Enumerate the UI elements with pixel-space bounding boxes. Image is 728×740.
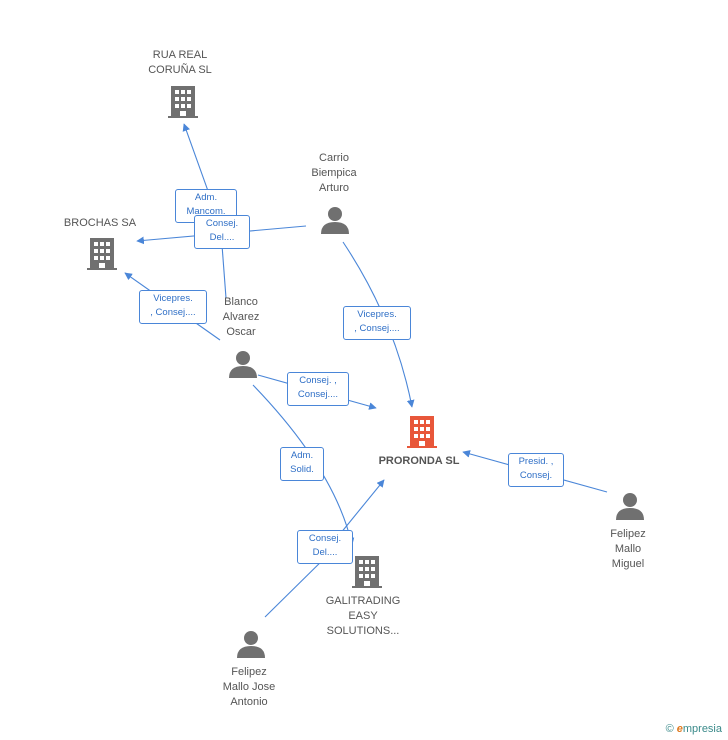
edge-label-consej-del-2[interactable]: Consej. Del.... <box>297 530 353 564</box>
empresia-credit[interactable]: © empresia <box>666 723 722 735</box>
node-label-rua-real[interactable]: RUA REAL CORUÑA SL <box>148 49 212 76</box>
edge-label-consej-del-1[interactable]: Consej. Del.... <box>194 215 250 249</box>
copyright-symbol: © <box>665 723 674 735</box>
edge-label-vicepres-2[interactable]: Vicepres. , Consej.... <box>343 306 411 340</box>
person-icon[interactable] <box>237 631 265 658</box>
node-label-felipez-jose[interactable]: Felipez Mallo Jose Antonio <box>222 666 276 708</box>
node-label-felipez-miguel[interactable]: Felipez Mallo Miguel <box>610 528 646 570</box>
edge-label-adm-solid[interactable]: Adm. Solid. <box>280 447 324 481</box>
node-label-brochas[interactable]: BROCHAS SA <box>63 217 137 229</box>
node-label-galitrading[interactable]: GALITRADING EASY SOLUTIONS... <box>325 595 401 637</box>
person-icon[interactable] <box>321 207 349 234</box>
person-icon[interactable] <box>229 351 257 378</box>
edge-label-consej-consej[interactable]: Consej. , Consej.... <box>287 372 349 406</box>
brand-name: mpresia <box>682 723 722 735</box>
edge-label-vicepres-1[interactable]: Vicepres. , Consej.... <box>139 290 207 324</box>
building-icon[interactable] <box>87 238 117 270</box>
node-label-carrio[interactable]: Carrio Biempica Arturo <box>311 152 357 194</box>
brand-initial: e <box>676 723 683 735</box>
building-icon[interactable] <box>352 556 382 588</box>
edge-line-galitrading-proronda <box>339 479 385 535</box>
building-icon[interactable] <box>168 86 198 118</box>
node-label-blanco[interactable]: Blanco Alvarez Oscar <box>222 296 260 338</box>
building-icon[interactable] <box>407 416 437 448</box>
person-icon[interactable] <box>616 493 644 520</box>
edge-label-presid-consej[interactable]: Presid. , Consej. <box>508 453 564 487</box>
edge-line-blanco-carrio-link <box>221 244 227 299</box>
node-label-proronda[interactable]: PRORONDA SL <box>378 455 460 467</box>
